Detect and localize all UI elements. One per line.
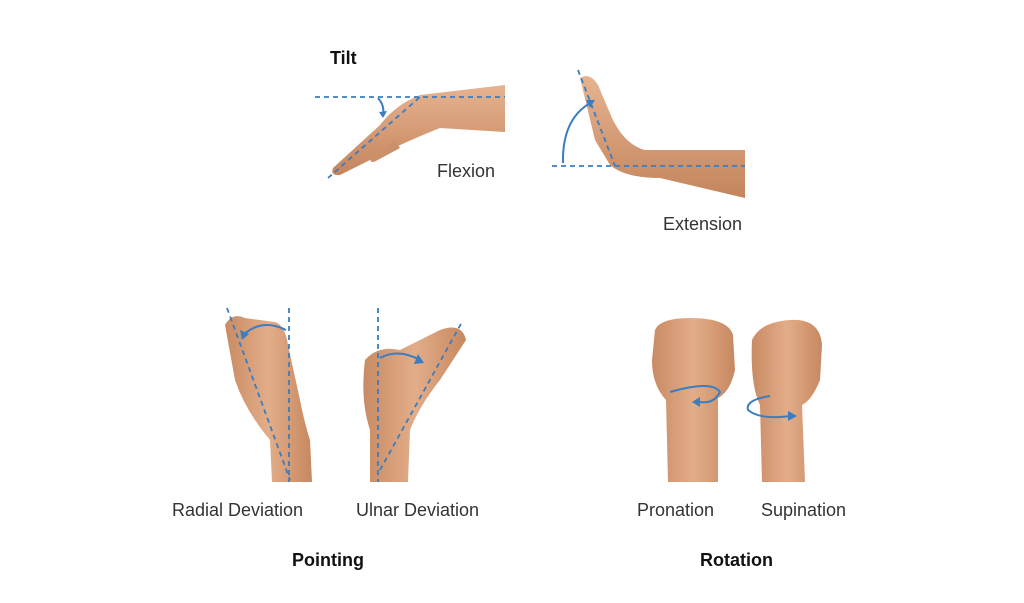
rotation-heading: Rotation [700,550,773,570]
extension-label: Extension [663,214,743,234]
extension-hand-image [552,69,745,198]
tilt-heading: Tilt [330,48,357,68]
pronation-fist-image [652,318,735,482]
ulnar-deviation-label: Ulnar Deviation [356,500,480,520]
supination-fist-image [746,319,822,482]
radial-deviation-hand-image [225,307,312,482]
flexion-hand-image [315,85,505,179]
supination-label: Supination [761,500,847,520]
pronation-label: Pronation [637,500,715,520]
ulnar-deviation-hand-image [363,308,466,482]
radial-deviation-label: Radial Deviation [172,500,304,520]
pointing-heading: Pointing [292,550,364,570]
flexion-label: Flexion [437,161,496,181]
